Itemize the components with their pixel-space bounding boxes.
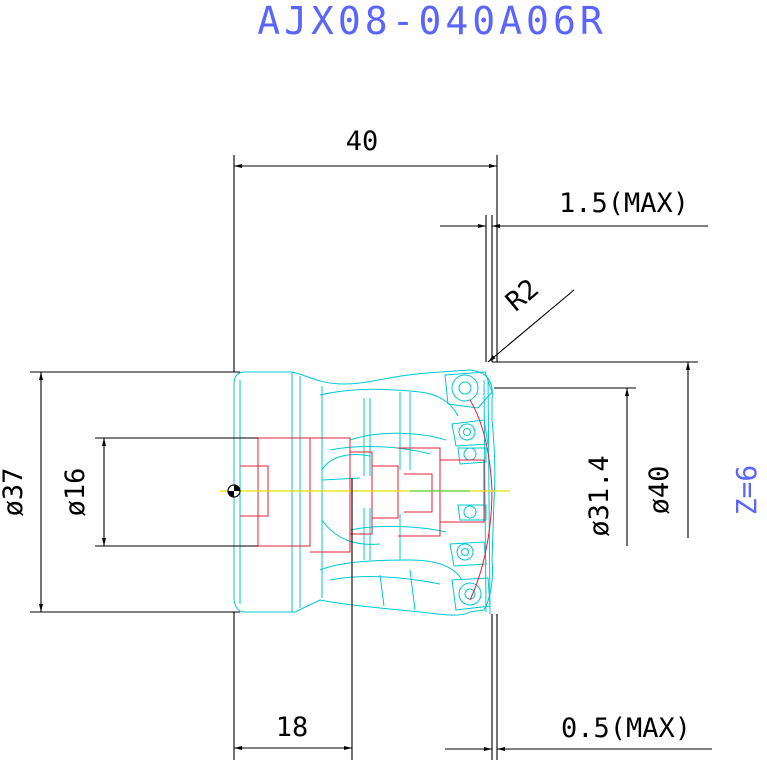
drawing-title: AJX08-040A06R bbox=[257, 0, 606, 43]
flute-count-label: Z=6 bbox=[730, 465, 763, 516]
dim-body-diameter: ø37 bbox=[0, 371, 240, 613]
dim-bore-diameter: ø16 bbox=[60, 437, 258, 547]
dim-shank-length: 18 bbox=[233, 478, 353, 760]
dim-label-corner-radius: R2 bbox=[500, 273, 545, 318]
dim-label-body-diameter: ø37 bbox=[0, 468, 29, 517]
center-mark-icon bbox=[227, 484, 241, 498]
dim-label-max-depth-bottom: 0.5(MAX) bbox=[561, 713, 691, 744]
dim-max-depth-bottom: 0.5(MAX) bbox=[445, 614, 712, 760]
cutter-body-outline bbox=[233, 369, 496, 616]
dim-corner-radius: R2 bbox=[487, 273, 575, 363]
dim-label-bore-diameter: ø16 bbox=[60, 468, 91, 517]
dim-cutting-diameter: ø40 bbox=[492, 361, 698, 538]
dim-label-cutting-diameter: ø40 bbox=[644, 466, 675, 515]
dim-label-shank-length: 18 bbox=[276, 712, 309, 743]
dim-max-depth-top: 1.5(MAX) bbox=[440, 188, 708, 362]
dim-label-overall-length: 40 bbox=[346, 126, 379, 157]
internal-bore-outline bbox=[240, 399, 493, 601]
dim-overall-length: 40 bbox=[233, 126, 498, 372]
dim-insert-circle-diameter: ø31.4 bbox=[494, 387, 636, 546]
dim-label-insert-circle-diameter: ø31.4 bbox=[584, 455, 615, 536]
dim-label-max-depth-top: 1.5(MAX) bbox=[559, 188, 689, 219]
